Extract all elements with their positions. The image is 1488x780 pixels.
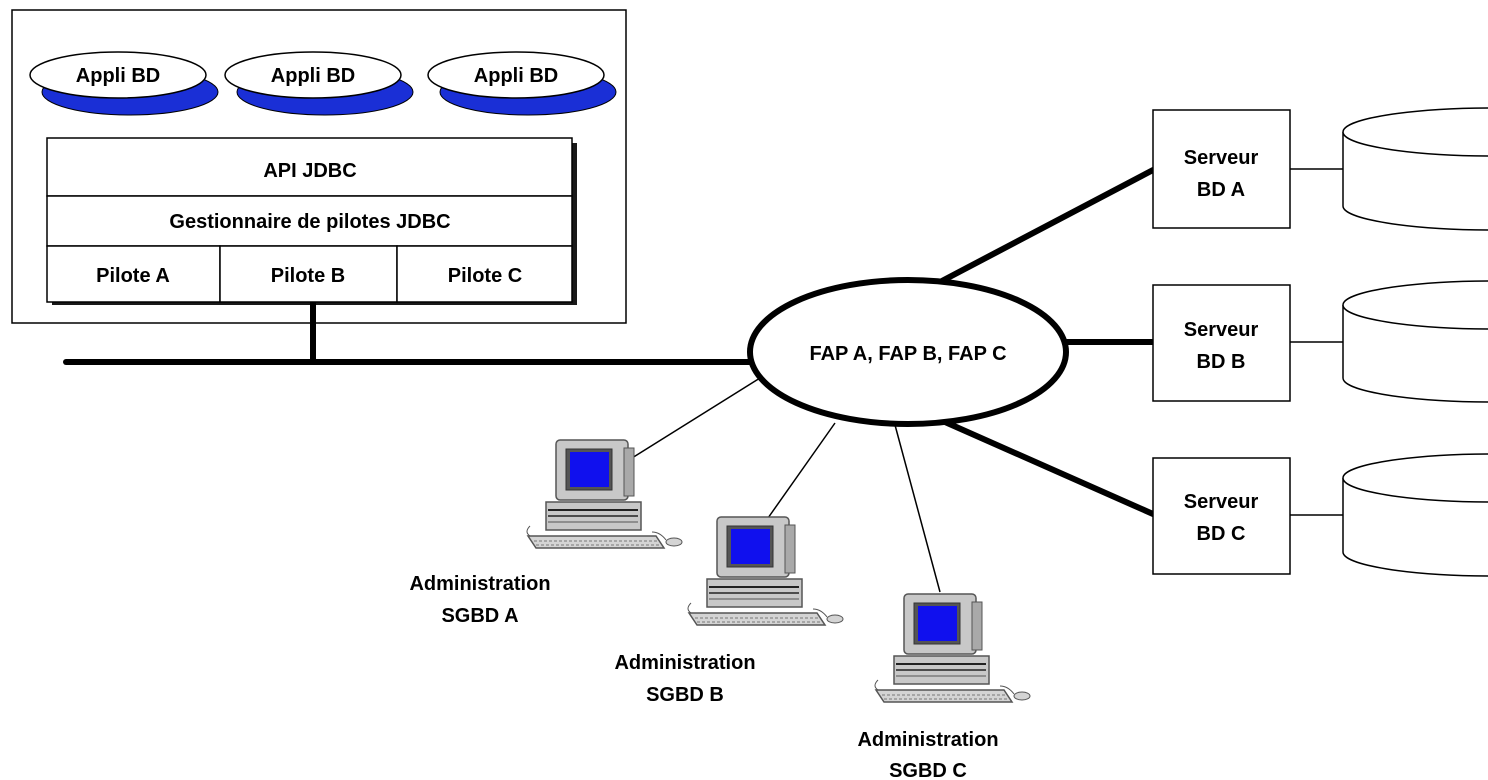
app-label: Appli BD xyxy=(474,65,558,87)
app-label: Appli BD xyxy=(76,65,160,87)
server-a-line1: Serveur xyxy=(1184,147,1259,169)
app-node-1: Appli BD xyxy=(29,51,219,116)
driver-a-label: Pilote A xyxy=(96,265,170,287)
server-a: Serveur BD A xyxy=(1152,109,1291,229)
admin-c-line2: SGBD C xyxy=(889,760,967,780)
database-cylinder-b xyxy=(1342,280,1488,403)
admin-a-line1: Administration xyxy=(409,573,550,595)
driver-b-label: Pilote B xyxy=(271,265,345,287)
database-cylinder-a xyxy=(1342,107,1488,231)
fap-hub: FAP A, FAP B, FAP C xyxy=(747,277,1069,427)
hub-link-server-c xyxy=(942,419,1156,517)
driver-c-cell xyxy=(396,245,573,303)
admin-b-line1: Administration xyxy=(614,652,755,674)
api-jdbc-label: API JDBC xyxy=(263,160,356,182)
server-b: Serveur BD B xyxy=(1152,284,1291,402)
server-b-line1: Serveur xyxy=(1184,319,1259,341)
app-node-2: Appli BD xyxy=(224,51,414,116)
driver-a-cell xyxy=(46,245,221,303)
hub-link-admin-c xyxy=(894,424,941,593)
server-b-line2: BD B xyxy=(1197,351,1246,373)
driver-manager-label: Gestionnaire de pilotes JDBC xyxy=(169,211,450,233)
admin-b-line2: SGBD B xyxy=(646,684,724,706)
driver-c-label: Pilote C xyxy=(448,265,522,287)
server-a-line2: BD A xyxy=(1197,179,1245,201)
server-c: Serveur BD C xyxy=(1152,457,1291,575)
hub-link-admin-a xyxy=(631,377,761,459)
server-c-line2: BD C xyxy=(1197,523,1246,545)
hub-link-admin-b xyxy=(767,422,836,519)
admin-a-line2: SGBD A xyxy=(441,605,518,627)
admin-c-line1: Administration xyxy=(857,729,998,751)
hub-link-server-a xyxy=(937,167,1156,285)
server-c-line1: Serveur xyxy=(1184,491,1259,513)
database-cylinder-c xyxy=(1342,453,1488,577)
admin-computer-b-icon xyxy=(687,516,844,626)
api-jdbc-layer xyxy=(46,137,573,197)
app-label: Appli BD xyxy=(271,65,355,87)
driver-b-cell xyxy=(219,245,398,303)
driver-manager-layer xyxy=(46,195,573,247)
fap-hub-label: FAP A, FAP B, FAP C xyxy=(809,343,1006,365)
admin-computer-c-icon xyxy=(874,593,1031,703)
admin-computer-a-icon xyxy=(526,439,683,549)
app-node-3: Appli BD xyxy=(427,51,617,116)
